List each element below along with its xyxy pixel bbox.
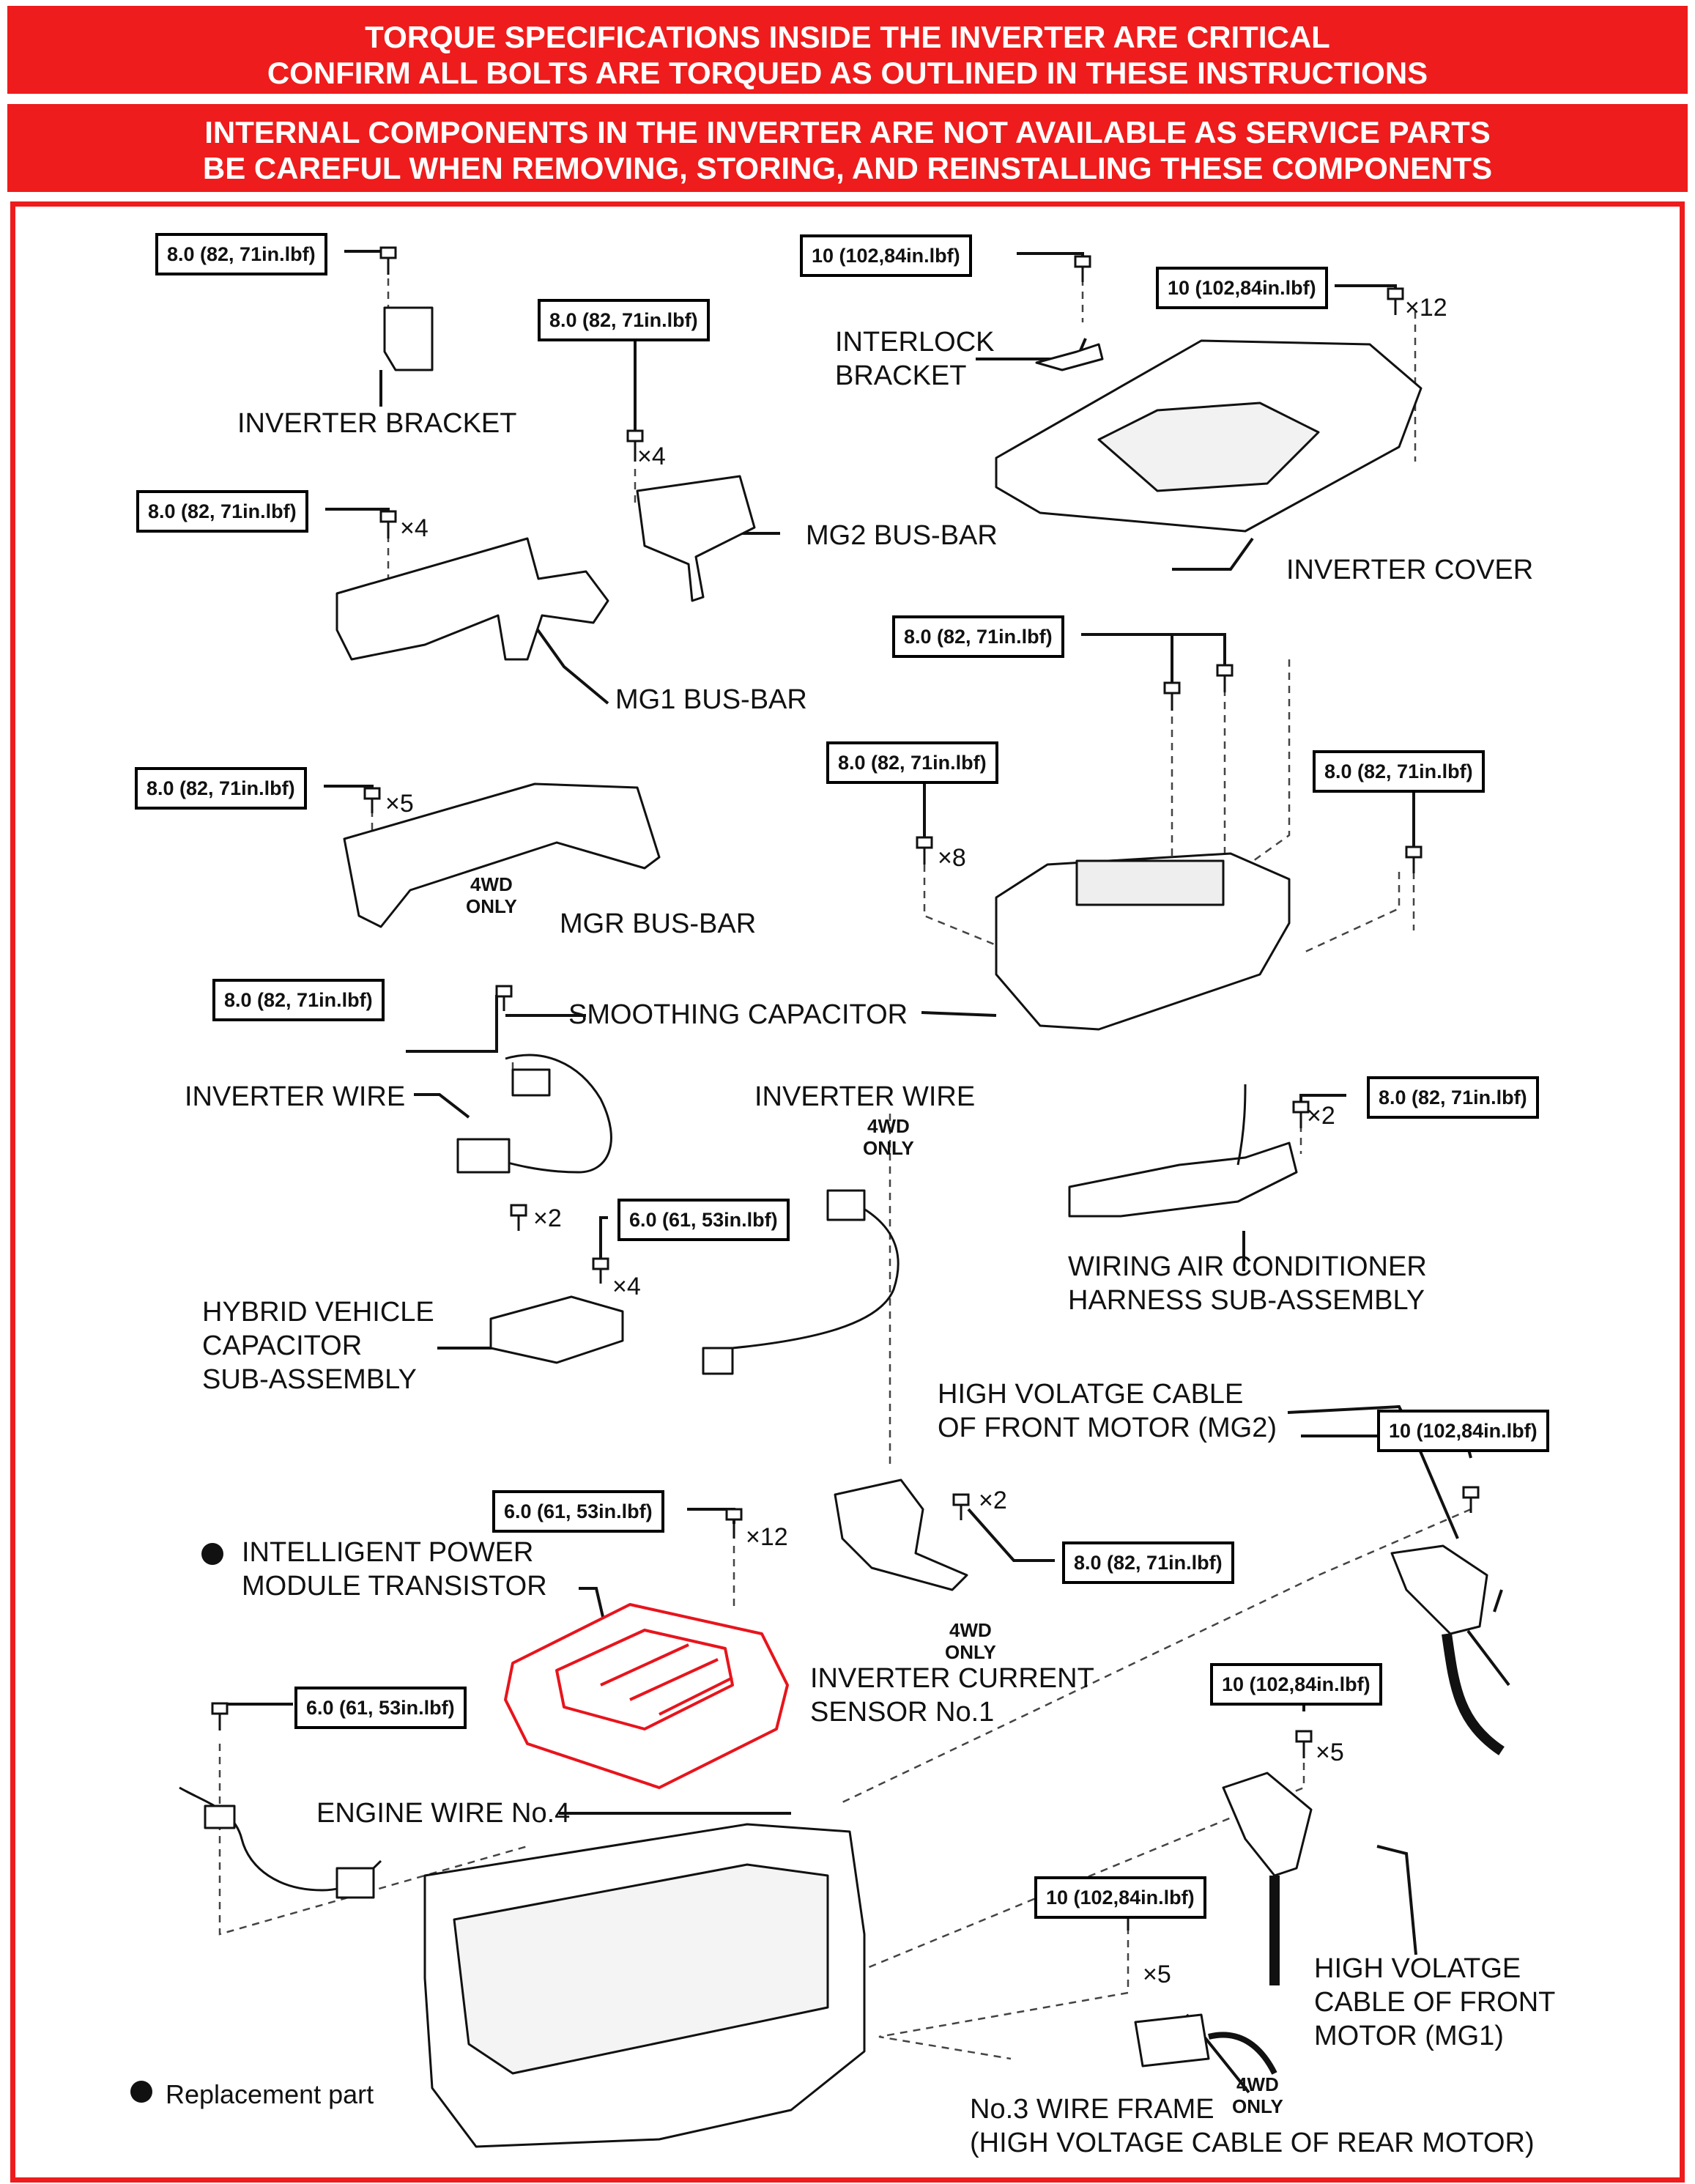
legend-replacement-part: Replacement part: [166, 2079, 374, 2109]
label-mg2-busbar: MG2 BUS-BAR: [806, 520, 998, 551]
torque-spec-mgr-busbar: 8.0 (82, 71in.lbf): [135, 767, 307, 810]
bolt-count: ×2: [533, 1204, 562, 1232]
torque-spec-capacitor-right: 8.0 (82, 71in.lbf): [1313, 750, 1485, 793]
torque-spec-inverter-bracket: 8.0 (82, 71in.lbf): [155, 233, 327, 275]
warning-banner-torque: TORQUE SPECIFICATIONS INSIDE THE INVERTE…: [7, 6, 1688, 94]
torque-spec-engine-wire: 6.0 (61, 53in.lbf): [294, 1687, 467, 1729]
bolt-count: ×4: [400, 514, 429, 542]
label-inverter-wire-4wd: INVERTER WIRE: [754, 1081, 976, 1112]
legend-marker: [130, 2081, 152, 2103]
bolt-count: ×4: [637, 443, 666, 470]
torque-spec-hv-capacitor: 6.0 (61, 53in.lbf): [617, 1199, 790, 1241]
bolt-count: ×8: [938, 844, 966, 872]
torque-spec-ipm: 6.0 (61, 53in.lbf): [492, 1490, 664, 1533]
bolt-count: ×5: [385, 790, 414, 818]
label-inverter-bracket: INVERTER BRACKET: [237, 408, 517, 439]
label-mgr-busbar: MGR BUS-BAR: [560, 908, 757, 939]
torque-spec-mg2-cable: 10 (102,84in.lbf): [1377, 1410, 1549, 1452]
bolt-count: ×5: [1143, 1961, 1171, 1988]
torque-spec-interlock: 10 (102,84in.lbf): [800, 234, 972, 277]
torque-spec-inverter-cover: 10 (102,84in.lbf): [1156, 267, 1328, 309]
banner-line: TORQUE SPECIFICATIONS INSIDE THE INVERTE…: [365, 20, 1330, 54]
label-inverter-cover: INVERTER COVER: [1286, 555, 1534, 585]
label-engine-wire: ENGINE WIRE No.4: [316, 1798, 571, 1829]
bolt-count: ×2: [979, 1487, 1007, 1514]
label-inverter-wire: INVERTER WIRE: [185, 1081, 406, 1112]
bolt-count: ×12: [746, 1523, 788, 1551]
warning-banner-parts: INTERNAL COMPONENTS IN THE INVERTER ARE …: [7, 104, 1688, 192]
label-mg1-busbar: MG1 BUS-BAR: [615, 684, 807, 715]
bolt-count: ×5: [1316, 1739, 1344, 1766]
torque-spec-mg1-busbar: 8.0 (82, 71in.lbf): [136, 490, 308, 533]
torque-spec-mg1-cable: 10 (102,84in.lbf): [1210, 1663, 1382, 1706]
torque-spec-inverter-wire: 8.0 (82, 71in.lbf): [212, 979, 385, 1021]
torque-spec-capacitor: 8.0 (82, 71in.lbf): [826, 741, 998, 784]
torque-spec-capacitor-top: 8.0 (82, 71in.lbf): [892, 615, 1064, 658]
label-wire-frame: No.3 WIRE FRAME(HIGH VOLTAGE CABLE OF RE…: [970, 2094, 1535, 2158]
torque-spec-mg2-busbar: 8.0 (82, 71in.lbf): [538, 299, 710, 341]
replacement-part-marker: [201, 1543, 223, 1565]
label-smoothing-capacitor: SMOOTHING CAPACITOR: [568, 999, 908, 1030]
bolt-count: ×12: [1405, 294, 1447, 322]
banner-line: CONFIRM ALL BOLTS ARE TORQUED AS OUTLINE…: [267, 56, 1428, 90]
bolt-count: ×4: [612, 1273, 641, 1300]
banner-line: INTERNAL COMPONENTS IN THE INVERTER ARE …: [204, 115, 1491, 149]
torque-spec-current-sensor: 8.0 (82, 71in.lbf): [1062, 1541, 1234, 1584]
banner-line: BE CAREFUL WHEN REMOVING, STORING, AND R…: [202, 151, 1493, 185]
torque-spec-wire-frame: 10 (102,84in.lbf): [1034, 1876, 1206, 1919]
torque-spec-ac-harness: 8.0 (82, 71in.lbf): [1367, 1076, 1539, 1119]
diagram-frame: [10, 201, 1685, 2183]
bolt-count: ×2: [1307, 1102, 1335, 1130]
